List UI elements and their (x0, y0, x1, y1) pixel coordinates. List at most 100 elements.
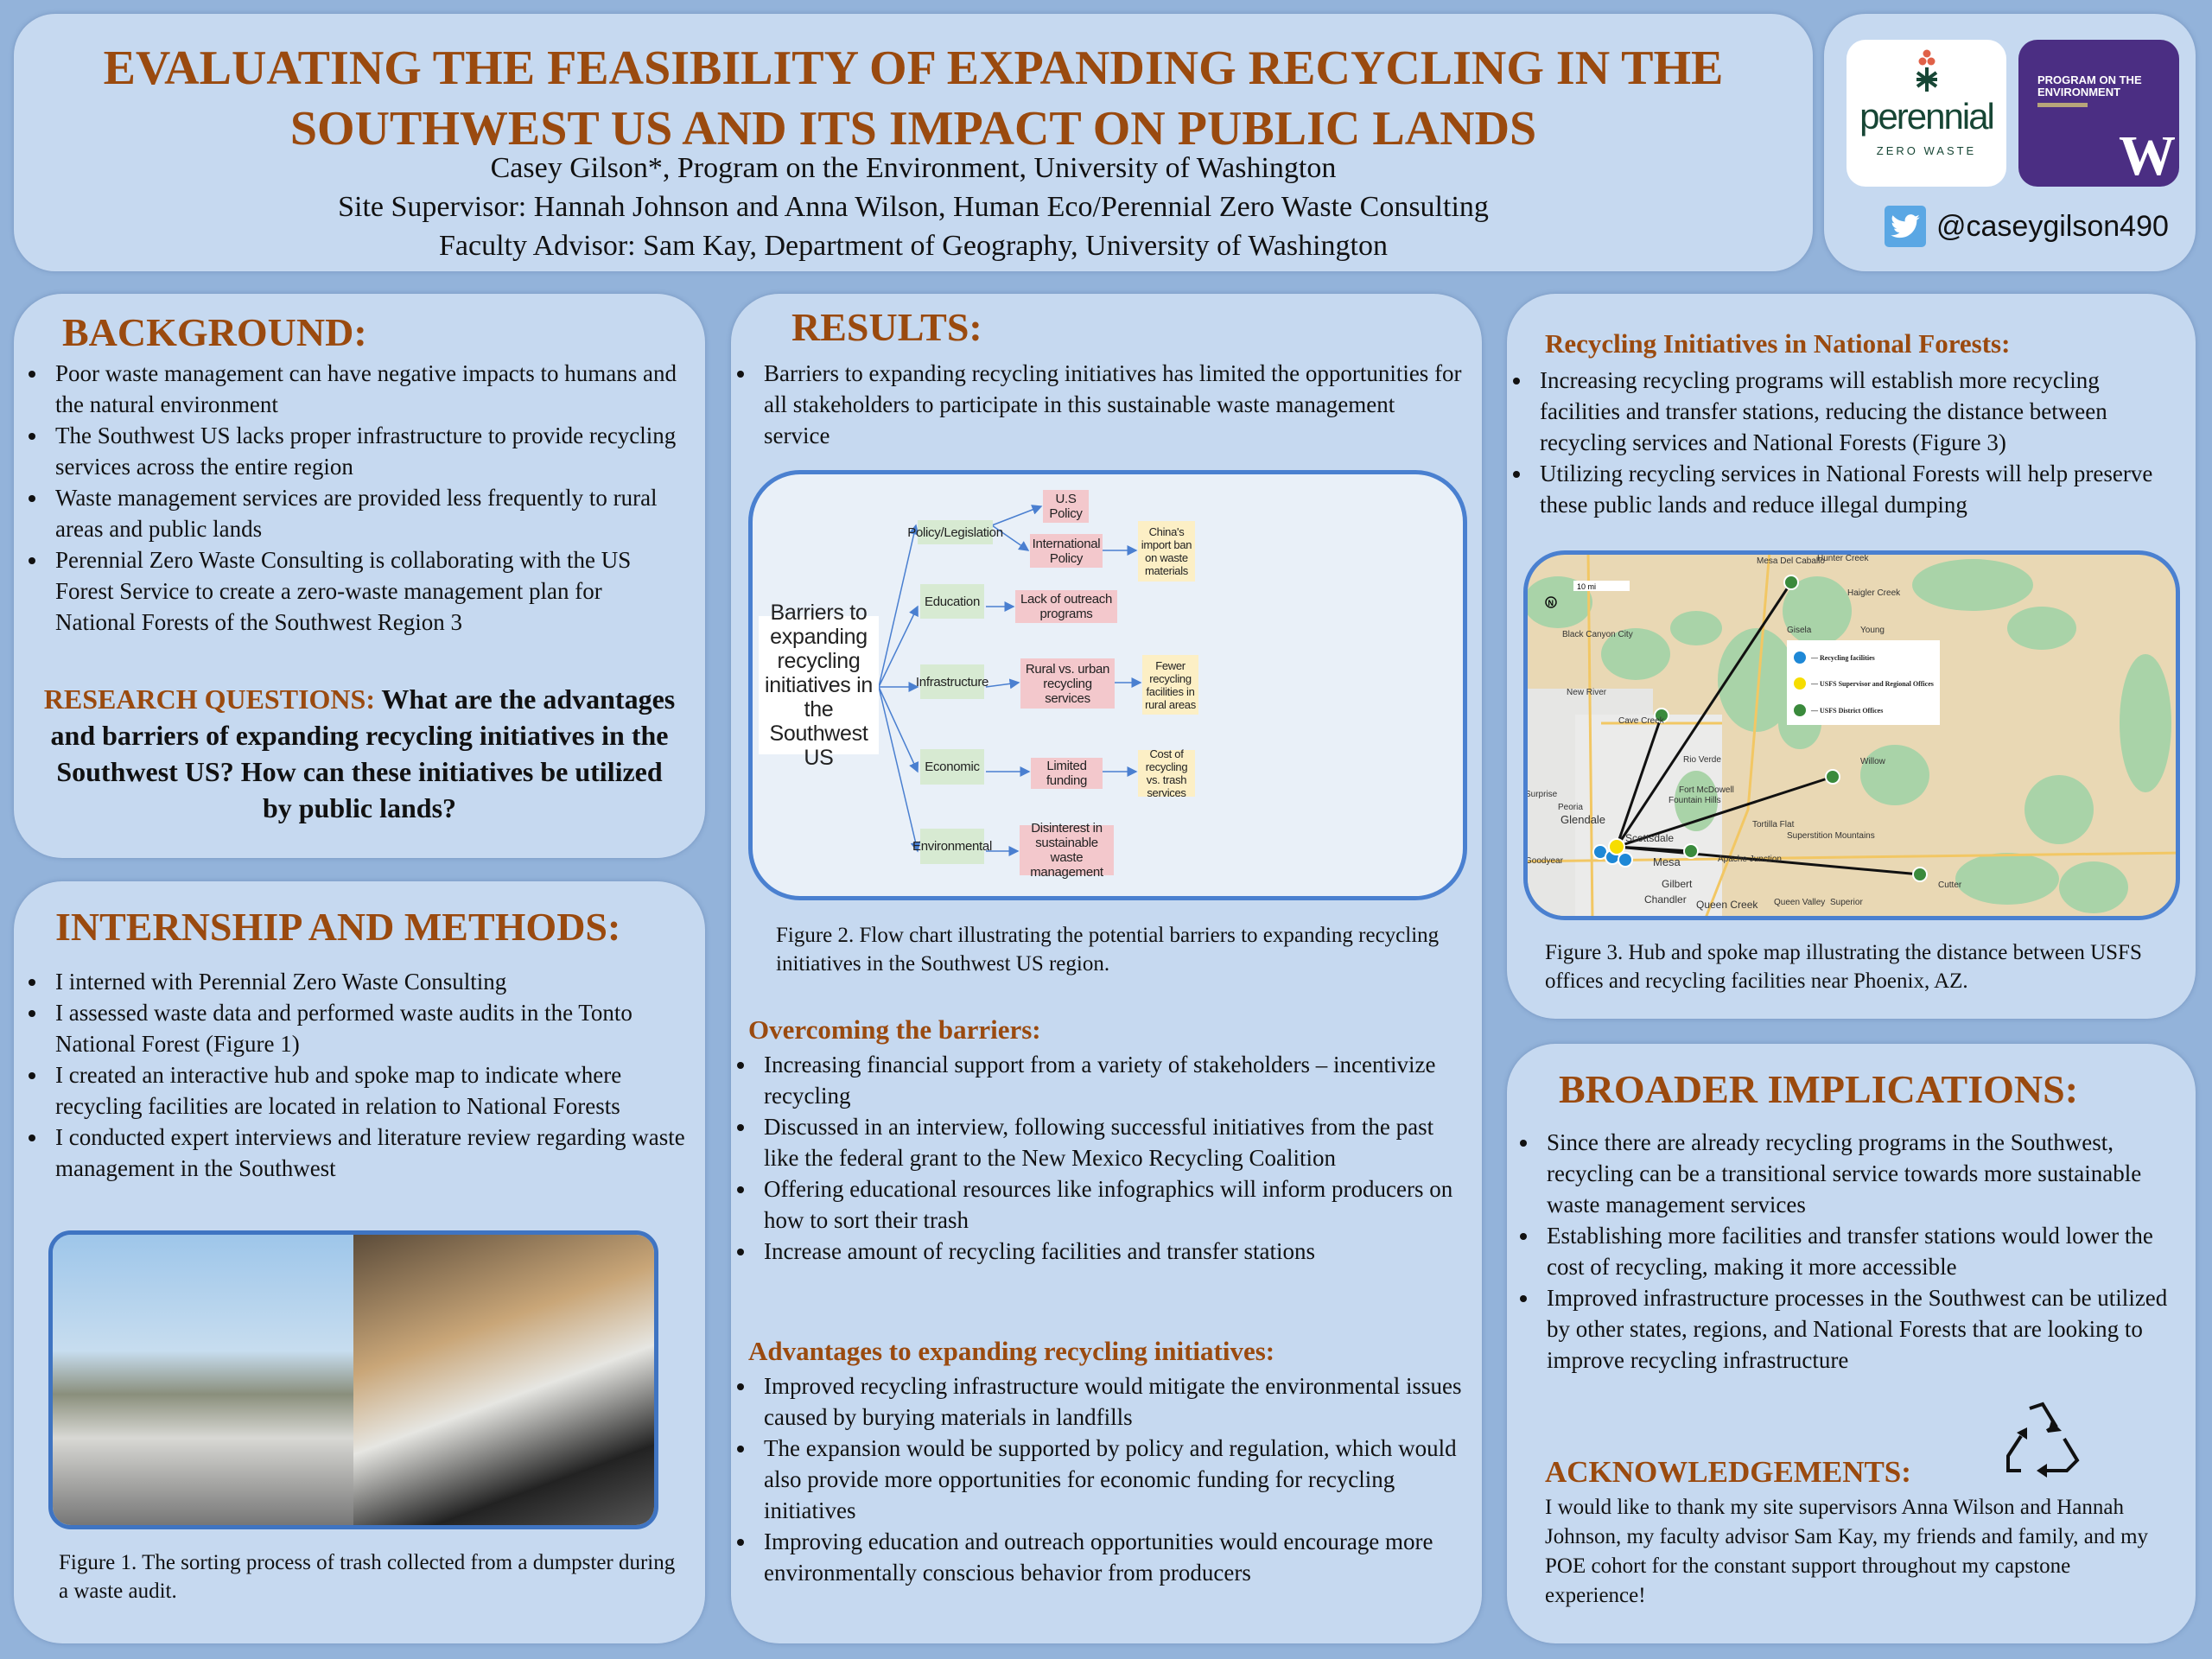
poe-line-1: PROGRAM ON THE (2037, 73, 2142, 86)
flow-funding: Limited funding (1031, 758, 1103, 789)
poster-title: EVALUATING THE FEASIBILITY OF EXPANDING … (14, 38, 1813, 159)
map-label: Fort McDowell (1679, 785, 1734, 795)
map-label: Apache Junction (1718, 855, 1782, 864)
north-label: N (1548, 599, 1554, 607)
research-questions-label: RESEARCH QUESTIONS: (43, 683, 375, 715)
map-legend (1787, 640, 1940, 725)
research-questions-text: What are the advantages and barriers of … (50, 683, 676, 823)
star-marker-icon (1794, 677, 1806, 690)
figure-3-caption: Figure 3. Hub and spoke map illustrating… (1545, 941, 2142, 993)
map-scale: 10 mi (1577, 582, 1596, 591)
list-item: I interned with Perennial Zero Waste Con… (48, 966, 698, 997)
faculty-advisor: Faculty Advisor: Sam Kay, Department of … (439, 230, 1388, 262)
site-supervisor: Site Supervisor: Hannah Johnson and Anna… (338, 191, 1489, 223)
map-label: Black Canyon City (1562, 630, 1633, 639)
list-item: Improving education and outreach opportu… (757, 1526, 1465, 1588)
map-label: Mesa Del Caballo (1757, 556, 1825, 566)
methods-list: I interned with Perennial Zero Waste Con… (14, 966, 705, 1184)
flow-root: Barriers to expanding recycling initiati… (759, 601, 879, 770)
map-label: Young (1860, 626, 1885, 635)
flow-infrastructure: Infrastructure (916, 664, 988, 699)
results-heading: RESULTS: (791, 305, 982, 349)
list-item: Perennial Zero Waste Consulting is colla… (48, 544, 688, 638)
list-item: Increase amount of recycling facilities … (757, 1236, 1465, 1267)
map-label: Rio Verde (1683, 755, 1721, 765)
author: Casey Gilson*, Program on the Environmen… (490, 152, 1337, 184)
map-label: Cutter (1938, 880, 1962, 890)
background-heading: BACKGROUND: (62, 310, 367, 354)
map-label: Hunter Creek (1817, 554, 1869, 563)
figure-1-caption: Figure 1. The sorting process of trash c… (59, 1551, 676, 1603)
north-arrow-icon (1545, 596, 1557, 608)
list-item: I conducted expert interviews and litera… (48, 1122, 698, 1184)
recycling-marker-icon (1794, 652, 1806, 664)
flowchart-arrows (878, 505, 1142, 856)
map-label: Superstition Mountains (1787, 831, 1875, 841)
map-label: Queen Creek (1696, 899, 1758, 911)
uw-logo: W (2119, 124, 2176, 188)
map-label: Goodyear (1525, 856, 1564, 866)
flow-cost: Cost of recycling vs. trash services (1138, 747, 1195, 799)
gold-bar (2037, 103, 2088, 107)
list-item: Discussed in an interview, following suc… (757, 1111, 1465, 1173)
acknowledgements-heading: ACKNOWLEDGEMENTS: (1545, 1455, 1911, 1489)
title-line-2: SOUTHWEST US AND ITS IMPACT ON PUBLIC LA… (289, 102, 1537, 156)
perennial-logo: perennial ZERO WASTE (1847, 40, 2006, 187)
legend-item: — USFS Supervisor and Regional Offices (1810, 680, 1934, 688)
implications-heading: BROADER IMPLICATIONS: (1559, 1067, 2079, 1111)
map-label: Willow (1860, 757, 1886, 766)
methods-panel: INTERNSHIP AND METHODS: I interned with … (14, 881, 705, 1643)
flow-rural: Rural vs. urban recycling services (1020, 658, 1115, 709)
flow-economic: Economic (920, 749, 984, 785)
list-item: Since there are already recycling progra… (1540, 1127, 2184, 1220)
figure-1-photos (48, 1230, 658, 1529)
flow-disinterest: Disinterest in sustainable waste managem… (1020, 821, 1114, 880)
title-panel: EVALUATING THE FEASIBILITY OF EXPANDING … (14, 14, 1813, 271)
list-item: Offering educational resources like info… (757, 1173, 1465, 1236)
twitter-link[interactable]: @caseygilson490 (1885, 206, 2169, 247)
forests-heading: Recycling Initiatives in National Forest… (1545, 328, 2011, 359)
advantages-list: Improved recycling infrastructure would … (731, 1370, 1474, 1588)
map-label: Tortilla Flat (1752, 820, 1795, 830)
overcoming-heading: Overcoming the barriers: (748, 1014, 1041, 1045)
legend-item: — USFS District Offices (1810, 707, 1883, 715)
figure-2-caption: Figure 2. Flow chart illustrating the po… (776, 924, 1440, 976)
recycle-icon (2006, 1402, 2080, 1478)
flow-china: China's import ban on waste materials (1138, 521, 1195, 582)
list-item: Waste management services are provided l… (48, 482, 688, 544)
overcoming-list: Increasing financial support from a vari… (731, 1049, 1474, 1267)
flow-policy: Policy/Legislation (907, 520, 1003, 544)
list-item: The Southwest US lacks proper infrastruc… (48, 420, 688, 482)
twitter-icon (1885, 206, 1926, 247)
flow-fewer: Fewer recycling facilities in rural area… (1142, 655, 1198, 715)
implications-panel: BROADER IMPLICATIONS: Since there are al… (1507, 1044, 2196, 1643)
advantages-heading: Advantages to expanding recycling initia… (748, 1336, 1275, 1366)
tree-marker-icon (1794, 704, 1806, 716)
map-label: New River (1567, 688, 1607, 697)
flow-intl-policy: International Policy (1030, 534, 1103, 568)
forests-list: Increasing recycling programs will estab… (1507, 365, 2190, 520)
background-panel: BACKGROUND: Poor waste management can ha… (14, 294, 705, 858)
map-label: Queen Valley (1774, 898, 1825, 907)
map-label: Glendale (1560, 813, 1605, 826)
map-label: Surprise (1525, 790, 1558, 799)
photo-sorting-outdoors (53, 1235, 353, 1525)
perennial-subtitle: ZERO WASTE (1876, 144, 1977, 157)
flow-education: Education (920, 584, 984, 619)
map-label: Superior (1830, 898, 1863, 907)
list-item: Utilizing recycling services in National… (1533, 458, 2184, 520)
list-item: Poor waste management can have negative … (48, 358, 688, 420)
map-label: Mesa (1653, 855, 1681, 868)
list-item: Increasing recycling programs will estab… (1533, 365, 2184, 458)
list-item: I assessed waste data and performed wast… (48, 997, 698, 1059)
map-label: Cave Creek (1618, 716, 1665, 726)
list-item: I created an interactive hub and spoke m… (48, 1059, 698, 1122)
list-item: The expansion would be supported by poli… (757, 1433, 1465, 1526)
map-label: Peoria (1558, 803, 1583, 812)
map-label: Scottsdale (1625, 832, 1674, 844)
perennial-wordmark: perennial (1859, 96, 1995, 137)
